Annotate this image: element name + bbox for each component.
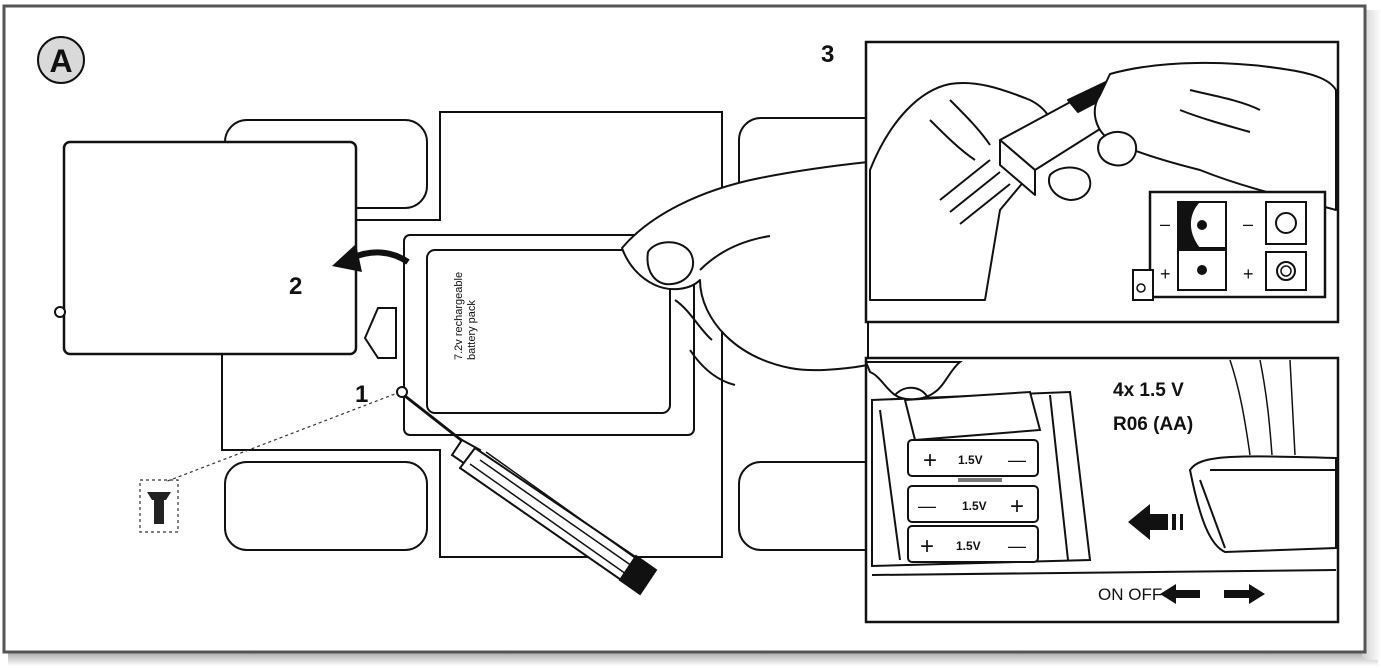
screw-box bbox=[139, 479, 179, 533]
aa-cover bbox=[1188, 455, 1337, 554]
cover-screw-hole bbox=[54, 306, 66, 318]
svg-text:+: + bbox=[1010, 493, 1024, 520]
svg-text:+: + bbox=[923, 447, 937, 474]
screw-icon bbox=[147, 492, 171, 524]
step-1-label: 1 bbox=[355, 381, 368, 408]
battery-cell-removed bbox=[903, 390, 1042, 442]
screw-guide bbox=[139, 391, 401, 533]
pin-minus-right: – bbox=[1243, 214, 1253, 234]
aa-type: R06 (AA) bbox=[1113, 414, 1193, 435]
battery-pack-label-2: battery pack bbox=[466, 300, 478, 360]
pin-plus-right: + bbox=[1243, 264, 1254, 284]
right-arrow-icon bbox=[1224, 584, 1265, 604]
frame-shadow-bottom bbox=[8, 650, 1378, 666]
insert-arrow-icon bbox=[1128, 504, 1183, 540]
battery-compartment bbox=[403, 234, 695, 436]
svg-text:1.5V: 1.5V bbox=[956, 539, 981, 553]
aa-count-voltage: 4x 1.5 V bbox=[1113, 380, 1184, 401]
wheel-rear-left bbox=[224, 461, 428, 551]
svg-text:—: — bbox=[1008, 536, 1026, 556]
battery-pack-label-1: 7.2v rechargeable bbox=[453, 272, 465, 360]
left-arrow-icon bbox=[1160, 584, 1200, 604]
inset-aa-batteries: + 1.5V — — 1.5V + + 1.5V — 4x 1.5 V R06 … bbox=[864, 356, 1340, 624]
svg-text:+: + bbox=[920, 533, 934, 560]
battery-cell-3: + 1.5V — bbox=[907, 525, 1039, 563]
svg-text:1.5V: 1.5V bbox=[958, 453, 983, 467]
battery-cover bbox=[54, 140, 358, 356]
svg-text:—: — bbox=[918, 496, 936, 516]
panel-badge: A bbox=[37, 36, 85, 84]
battery-pack: 7.2v rechargeable battery pack bbox=[426, 249, 671, 414]
svg-text:—: — bbox=[1008, 450, 1026, 470]
compartment-latch bbox=[363, 307, 397, 359]
battery-cell-2: — 1.5V + bbox=[907, 485, 1039, 523]
inset-connector: – + – + bbox=[864, 40, 1340, 324]
battery-cell-1: + 1.5V — bbox=[907, 439, 1039, 477]
step-3-label: 3 bbox=[821, 41, 834, 68]
hand-icon bbox=[621, 161, 869, 386]
step-2-label: 2 bbox=[289, 273, 302, 300]
panel-label: A bbox=[49, 43, 72, 79]
screwdriver-icon bbox=[396, 386, 658, 596]
pin-plus-left: + bbox=[1160, 264, 1171, 284]
frame-shadow-right bbox=[1362, 10, 1381, 660]
curved-arrow-icon bbox=[332, 244, 410, 272]
svg-text:1.5V: 1.5V bbox=[962, 499, 987, 513]
circle-badge-icon bbox=[37, 36, 85, 84]
pin-minus-left: – bbox=[1160, 214, 1170, 234]
connector-pin-diagram: – + – + bbox=[1132, 190, 1327, 301]
switch-label: ON OFF bbox=[1098, 585, 1162, 604]
